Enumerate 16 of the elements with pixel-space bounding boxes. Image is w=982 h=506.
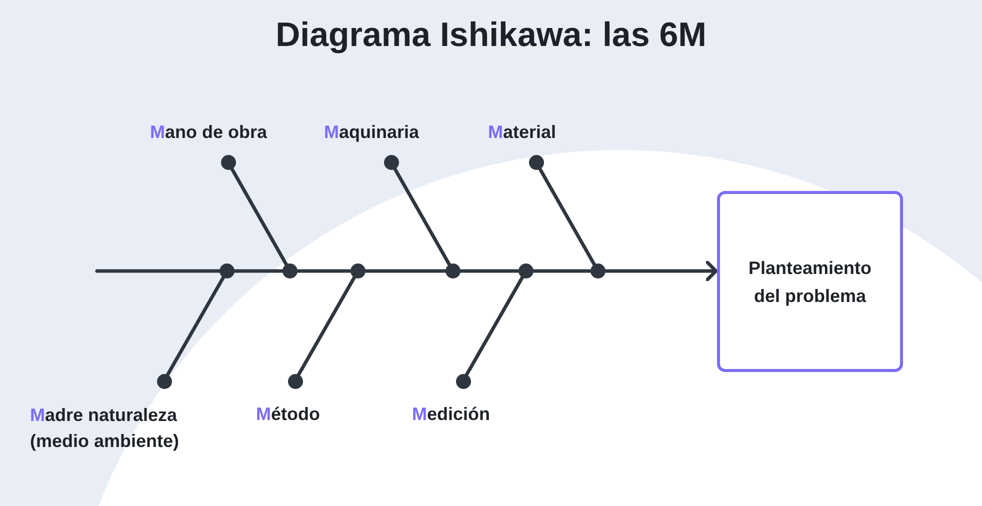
cause-label: Medición [412,403,490,426]
bone-line [296,264,366,376]
bone-line [166,264,234,376]
effect-label: Planteamiento del problema [747,256,873,308]
bone-line [464,264,534,376]
title: Diagrama Ishikawa: las 6M [276,16,706,55]
effect-box [717,191,903,372]
cause-label: Madre naturaleza (medio ambiente) [30,404,180,453]
cause-label: Material [488,121,556,144]
spine-arrow [95,260,718,282]
bone-line [538,166,606,278]
bone-line [230,166,298,278]
cause-label: Maquinaria [324,121,420,144]
cause-label: Mano de obra [150,121,268,144]
cause-label: Método [256,403,320,426]
bone-line [392,166,460,278]
